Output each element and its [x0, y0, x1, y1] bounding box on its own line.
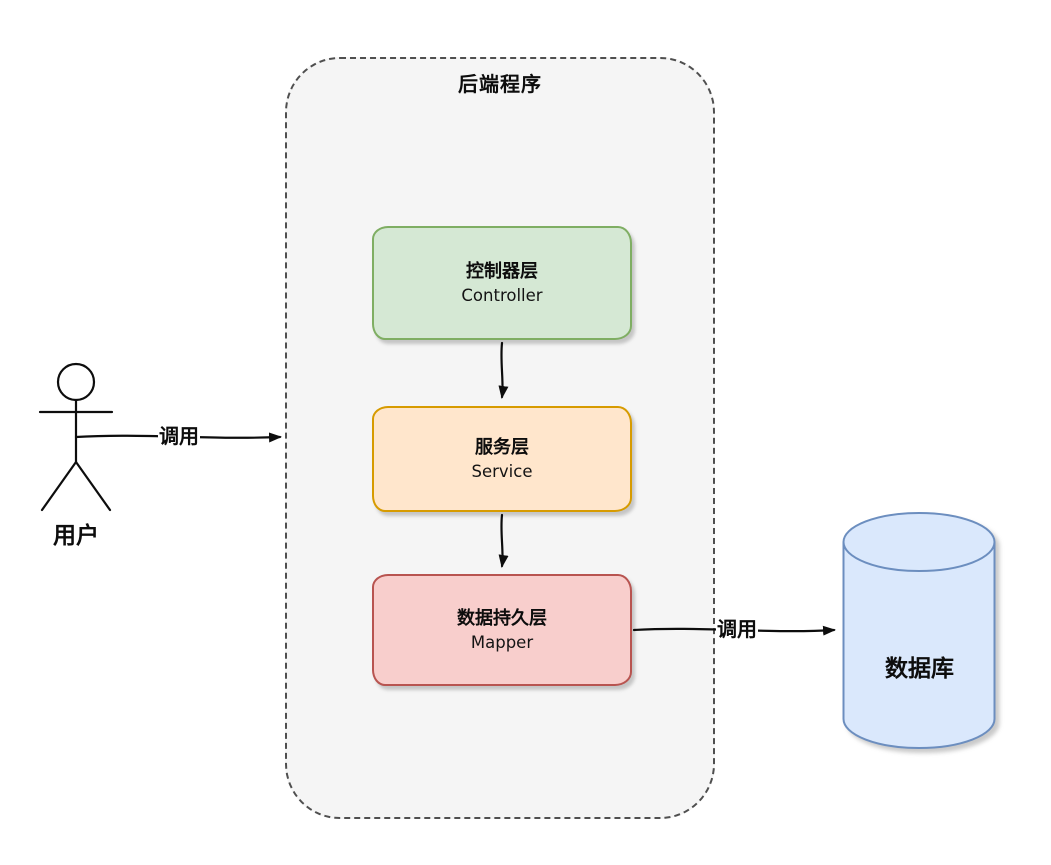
database-cylinder-body [842, 512, 996, 749]
actor-legs [40, 460, 112, 512]
database-label: 数据库 [885, 656, 954, 682]
edge-label-user-call: 调用 [158, 424, 200, 448]
mapper-label-zh: 数据持久层 [457, 607, 547, 629]
layer-box-mapper: 数据持久层 Mapper [372, 574, 632, 686]
actor-figure [38, 362, 114, 512]
database-cylinder-top-rim [842, 541, 996, 572]
edge-label-db-call: 调用 [716, 617, 758, 641]
controller-label-zh: 控制器层 [466, 260, 538, 282]
mapper-label-en: Mapper [470, 633, 534, 653]
actor-label: 用户 [53, 523, 99, 549]
database-cylinder [842, 512, 996, 749]
layer-box-controller: 控制器层 Controller [372, 226, 632, 340]
controller-label-en: Controller [461, 286, 543, 306]
actor-head [56, 362, 96, 402]
service-label-en: Service [471, 462, 533, 482]
service-label-zh: 服务层 [475, 436, 529, 458]
layer-box-service: 服务层 Service [372, 406, 632, 512]
backend-container-title: 后端程序 [458, 72, 542, 96]
